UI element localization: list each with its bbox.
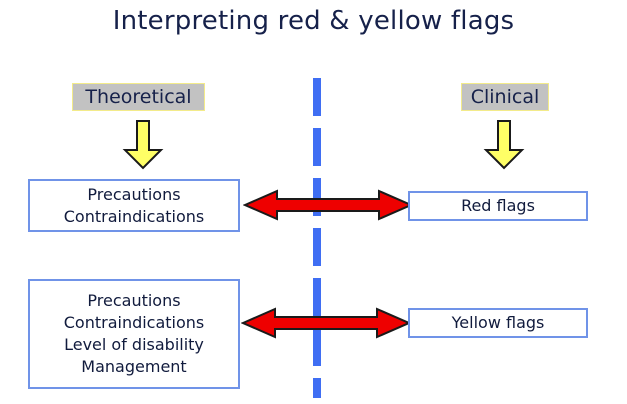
- box-line: Precautions: [87, 184, 181, 204]
- box-line: Precautions: [87, 291, 181, 310]
- divider-dash: [313, 378, 321, 398]
- box-line: Management: [81, 357, 187, 376]
- box-line: Red flags: [461, 196, 535, 215]
- divider-dash: [313, 228, 321, 266]
- box-line: Contraindications: [63, 313, 205, 332]
- theoretical-box-yellow-row: Precautions Contraindications Level of d…: [28, 279, 240, 389]
- column-header-clinical: Clinical: [461, 83, 549, 111]
- red-flags-box: Red flags: [408, 191, 588, 221]
- box-line: Level of disability: [64, 335, 204, 354]
- vertical-dashed-line-icon: [313, 78, 321, 398]
- divider-dash: [313, 178, 321, 216]
- double-headed-arrow-icon-red-row: [242, 188, 414, 222]
- box-line: Contraindications: [63, 206, 205, 226]
- double-headed-arrow-icon-yellow-row: [240, 306, 412, 340]
- page-title: Interpreting red & yellow flags: [112, 6, 515, 36]
- column-header-theoretical: Theoretical: [72, 83, 205, 111]
- divider-dash: [313, 328, 321, 366]
- divider-dash: [313, 128, 321, 166]
- down-arrow-icon-theoretical: [122, 120, 164, 170]
- theoretical-box-red-row: Precautions Contraindications: [28, 179, 240, 232]
- yellow-flags-box: Yellow flags: [408, 308, 588, 338]
- box-line: Yellow flags: [451, 313, 545, 332]
- divider-dash: [313, 78, 321, 116]
- divider-dash: [313, 278, 321, 316]
- down-arrow-icon-clinical: [483, 120, 525, 170]
